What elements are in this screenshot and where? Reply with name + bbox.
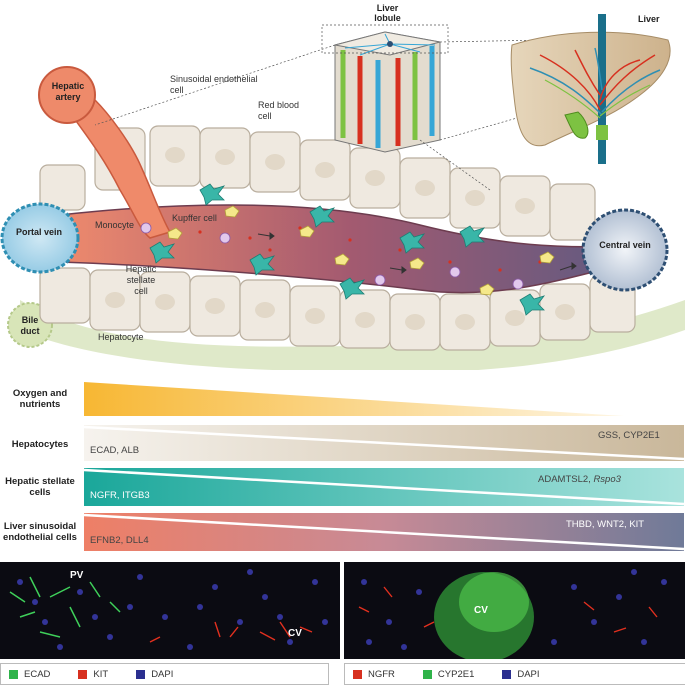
hepatocytes-left-markers: ECAD, ALB (90, 445, 140, 456)
legend-right-item-ngfr: NGFR (353, 669, 395, 680)
hepatic-artery-label: Hepatic artery (51, 81, 85, 102)
stellate-right-markers: ADAMTSL2, Rspo3 (538, 474, 621, 485)
liver-drawing (510, 14, 671, 164)
central-vein-circle (581, 208, 669, 292)
hepatocytes-gradient-band (84, 425, 684, 461)
sinusoid-diagram (0, 14, 685, 370)
legend-left-label-dapi: DAPI (151, 668, 174, 680)
legend-left: ECAD KIT DAPI (0, 663, 329, 685)
hepatocyte-label: Hepatocyte (98, 332, 144, 342)
legend-right: NGFR CYP2E1 DAPI (344, 663, 685, 685)
central-vein-label: Central vein (599, 240, 651, 250)
liver-label: Liver (638, 14, 660, 24)
sinusoidal-endothelial-cell-label: Sinusoidal endothelial cell (170, 74, 258, 95)
legend-swatch-red (78, 669, 88, 679)
legend-left-item-ecad: ECAD (9, 669, 50, 680)
hepatocytes-row-label: Hepatocytes (11, 439, 69, 450)
legend-right-item-cyp2e1: CYP2E1 (422, 668, 475, 680)
legend-swatch-green (9, 669, 18, 679)
legend-swatch-green (422, 669, 432, 679)
red-blood-cell-label: Red blood cell (258, 100, 300, 121)
micrograph-right: CV (344, 562, 685, 659)
stellate-right-markers-main: ADAMTSL2, (538, 474, 594, 485)
legend-left-item-kit: KIT (78, 669, 108, 680)
legend-swatch-blue (136, 669, 146, 679)
stellate-row-label: Hepatic stellate cells (5, 476, 75, 498)
hepatocytes-right-markers: GSS, CYP2E1 (598, 430, 660, 441)
hepatic-stellate-cell-label: Hepatic stellate cell (125, 264, 157, 296)
bile-duct-label: Bile duct (20, 315, 40, 336)
liver-lobule-label: Liver lobule (374, 3, 401, 23)
portal-vein-label: Portal vein (15, 227, 62, 237)
lsec-left-markers: EFNB2, DLL4 (90, 535, 149, 546)
legend-swatch-red (353, 669, 362, 679)
micrograph-left: PV CV (0, 562, 340, 659)
legend-right-label-ngfr: NGFR (368, 668, 395, 680)
legend-left-label-kit: KIT (93, 668, 109, 680)
stellate-gradient-band (84, 468, 684, 506)
legend-swatch-blue (502, 669, 512, 679)
stellate-left-markers: NGFR, ITGB3 (90, 490, 150, 501)
liver-lobule-drawing (334, 31, 441, 153)
stellate-right-markers-italic: Rspo3 (593, 474, 621, 485)
micrograph-left-texture (9, 569, 328, 650)
micrograph-right-texture (358, 569, 667, 659)
hepatocyte-top-row (39, 125, 596, 241)
bile-duct-band (20, 300, 685, 370)
micrograph-right-cv-label: CV (474, 605, 488, 616)
lsec-gradient-band (84, 513, 684, 551)
oxygen-row-label: Oxygen and nutrients (12, 388, 68, 410)
micrograph-left-pv-label: PV (70, 570, 84, 581)
oxygen-gradient-band (84, 382, 624, 416)
legend-right-item-dapi: DAPI (502, 668, 540, 680)
legend-left-label-ecad: ECAD (24, 668, 51, 680)
lsec-right-markers: THBD, WNT2, KIT (566, 519, 645, 530)
kupffer-cell-label: Kupffer cell (172, 213, 217, 223)
hepatic-artery-circle (38, 66, 96, 124)
legend-right-label-dapi: DAPI (517, 668, 540, 680)
portal-vein-circle (0, 202, 80, 274)
lsec-row-label: Liver sinusoidal endothelial cells (3, 521, 77, 543)
micrograph-left-cv-label: CV (288, 628, 302, 639)
monocyte-label: Monocyte (95, 220, 135, 230)
legend-left-item-dapi: DAPI (136, 669, 173, 680)
legend-right-label-cyp2e1: CYP2E1 (437, 668, 475, 680)
